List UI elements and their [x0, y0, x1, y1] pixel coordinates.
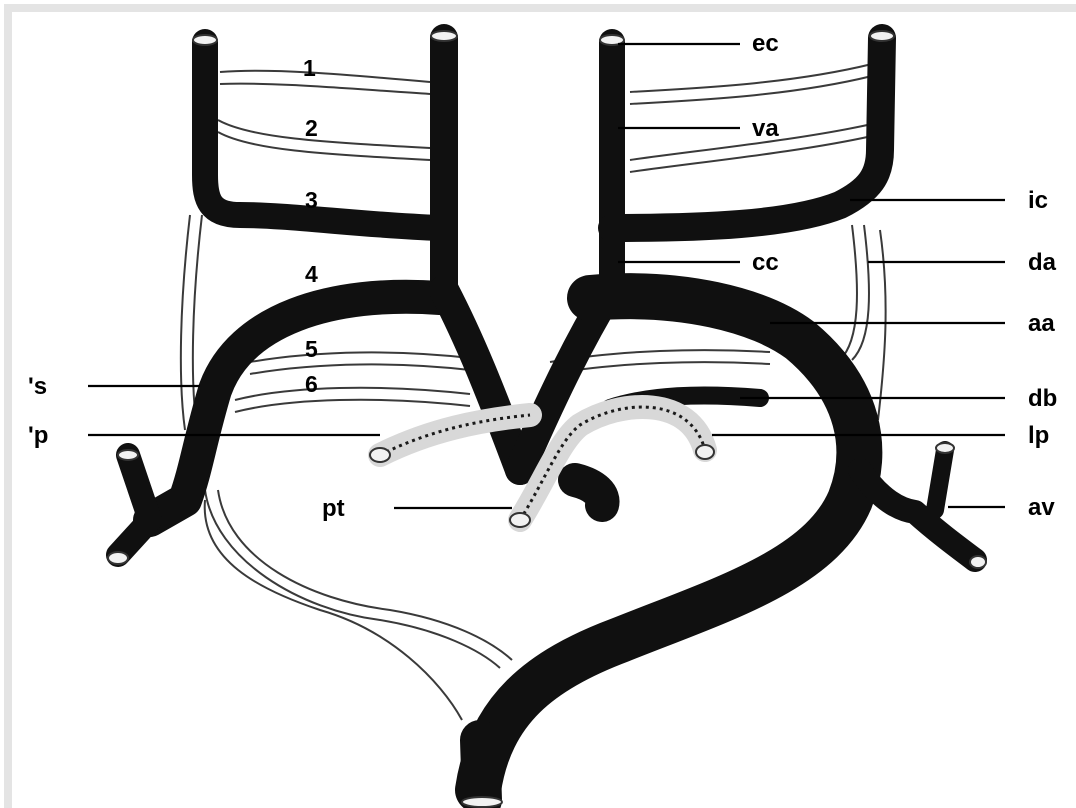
label-ic: ic [1028, 187, 1048, 214]
label-pt: pt [322, 495, 345, 522]
label-left-p: 'p [28, 422, 48, 449]
arch-number-4: 4 [305, 261, 318, 287]
label-left-s: 's [28, 373, 47, 400]
label-va: va [752, 115, 779, 142]
label-da: da [1028, 249, 1057, 276]
label-aa: aa [1028, 310, 1055, 337]
arch-number-6: 6 [305, 371, 318, 397]
arch-number-1: 1 [303, 55, 316, 81]
arch-number-2: 2 [305, 115, 318, 141]
thick-vessels [118, 38, 975, 800]
label-db: db [1028, 385, 1057, 412]
arch-number-5: 5 [305, 336, 318, 362]
label-lp: lp [1028, 422, 1049, 449]
label-av: av [1028, 494, 1055, 521]
arch-number-3: 3 [305, 187, 318, 213]
label-cc: cc [752, 249, 779, 276]
thin-vessels [181, 64, 886, 720]
label-ec: ec [752, 30, 779, 57]
